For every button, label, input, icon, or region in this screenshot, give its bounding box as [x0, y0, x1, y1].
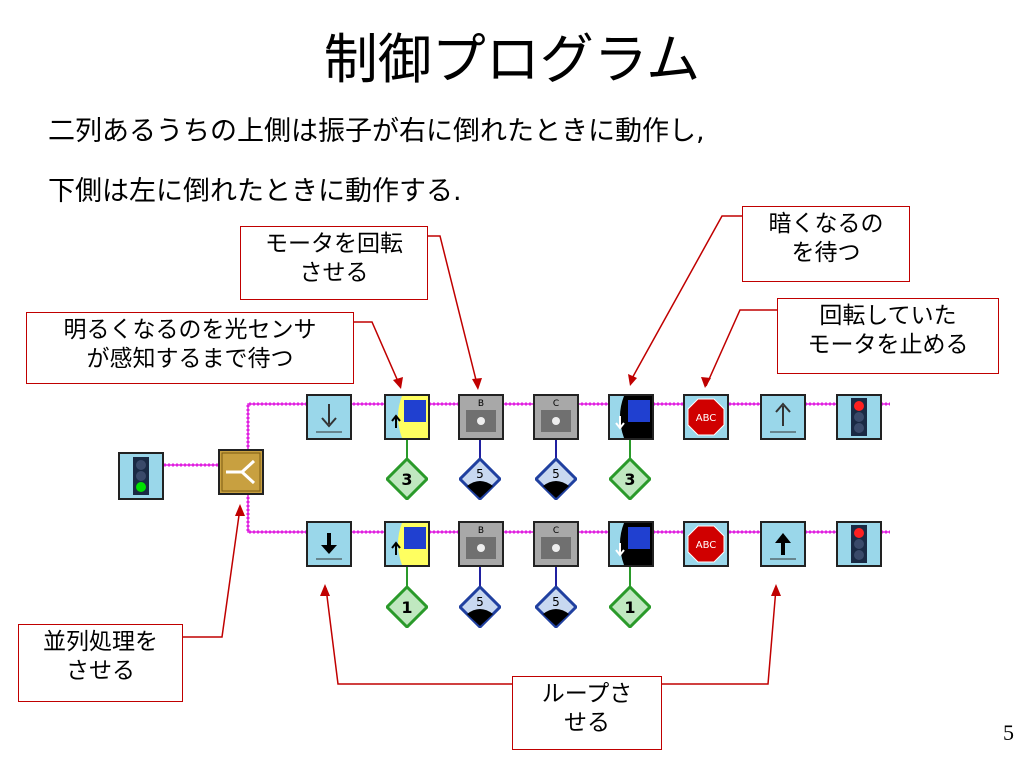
loop-end-block[interactable] — [760, 394, 806, 440]
stop-label: ABC — [696, 413, 717, 424]
motor-b-block[interactable]: B — [458, 394, 504, 440]
modifier-diamond[interactable]: 1 — [384, 584, 430, 630]
loop-start-block[interactable] — [306, 521, 352, 567]
modifier-value: 5 — [552, 467, 560, 481]
end-traffic-light-icon[interactable] — [836, 394, 882, 440]
callout-parallel: 並列処理を させる — [18, 624, 183, 702]
modifier-diamond[interactable]: 1 — [607, 584, 653, 630]
callout-wait-dark: 暗くなるの を待つ — [742, 206, 910, 282]
motor-c-block[interactable]: C — [533, 394, 579, 440]
wait-bright-sensor-block[interactable] — [384, 394, 430, 440]
modifier-value: 3 — [401, 470, 412, 489]
modifier-diamond[interactable]: 5 — [457, 456, 503, 502]
slide-title: 制御プログラム — [323, 28, 701, 91]
motor-b-label: B — [478, 526, 484, 536]
wait-bright-sensor-block[interactable] — [384, 521, 430, 567]
parallel-fork-icon[interactable] — [218, 449, 264, 495]
stop-motor-block[interactable]: ABC — [683, 394, 729, 440]
modifier-value: 1 — [624, 598, 635, 617]
modifier-value: 5 — [476, 467, 484, 481]
modifier-value: 5 — [476, 595, 484, 609]
description-line-2: 下側は左に倒れたときに動作する. — [48, 176, 462, 207]
loop-end-block[interactable] — [760, 521, 806, 567]
motor-c-block[interactable]: C — [533, 521, 579, 567]
modifier-diamond[interactable]: 5 — [533, 456, 579, 502]
modifier-value: 3 — [624, 470, 635, 489]
callout-wait-bright: 明るくなるのを光センサ が感知するまで待つ — [26, 312, 354, 384]
start-traffic-light-icon[interactable] — [118, 452, 164, 500]
wait-dark-sensor-block[interactable] — [608, 394, 654, 440]
motor-c-label: C — [553, 526, 559, 536]
loop-start-block[interactable] — [306, 394, 352, 440]
callout-stop-motor: 回転していた モータを止める — [777, 298, 999, 374]
stop-motor-block[interactable]: ABC — [683, 521, 729, 567]
modifier-diamond[interactable]: 3 — [607, 456, 653, 502]
stop-label: ABC — [696, 540, 717, 551]
callout-rotate-motor: モータを回転 させる — [240, 226, 428, 300]
modifier-diamond[interactable]: 5 — [533, 584, 579, 630]
modifier-value: 5 — [552, 595, 560, 609]
modifier-diamond[interactable]: 3 — [384, 456, 430, 502]
modifier-diamond[interactable]: 5 — [457, 584, 503, 630]
end-traffic-light-icon[interactable] — [836, 521, 882, 567]
callout-loop: ループさ せる — [512, 676, 662, 750]
modifier-value: 1 — [401, 598, 412, 617]
motor-c-label: C — [553, 399, 559, 409]
motor-b-block[interactable]: B — [458, 521, 504, 567]
motor-b-label: B — [478, 399, 484, 409]
description-line-1: 二列あるうちの上側は振子が右に倒れたときに動作し, — [48, 116, 705, 147]
wait-dark-sensor-block[interactable] — [608, 521, 654, 567]
page-number: 5 — [1003, 720, 1014, 745]
